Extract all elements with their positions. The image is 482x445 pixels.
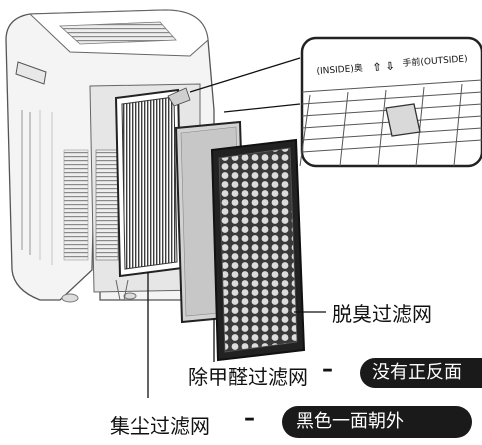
deodorizing-filter [210, 138, 306, 362]
formaldehyde-badge: 没有正反面 [360, 358, 482, 388]
leader-lines [147, 57, 326, 398]
dust-badge: 黑色一面朝外 [282, 406, 472, 438]
formaldehyde-filter-label: 除甲醛过滤网 [188, 365, 308, 389]
dust-filter [114, 87, 191, 278]
formaldehyde-dash: – [322, 357, 333, 382]
deodorizing-filter-label: 脱臭过滤网 [332, 302, 432, 326]
dust-filter-label: 集尘过滤网 [110, 414, 210, 438]
callout-arrows-icon: ⇧ ⇩ [372, 59, 396, 74]
dust-dash: – [244, 406, 255, 431]
zoom-callout [299, 36, 482, 168]
